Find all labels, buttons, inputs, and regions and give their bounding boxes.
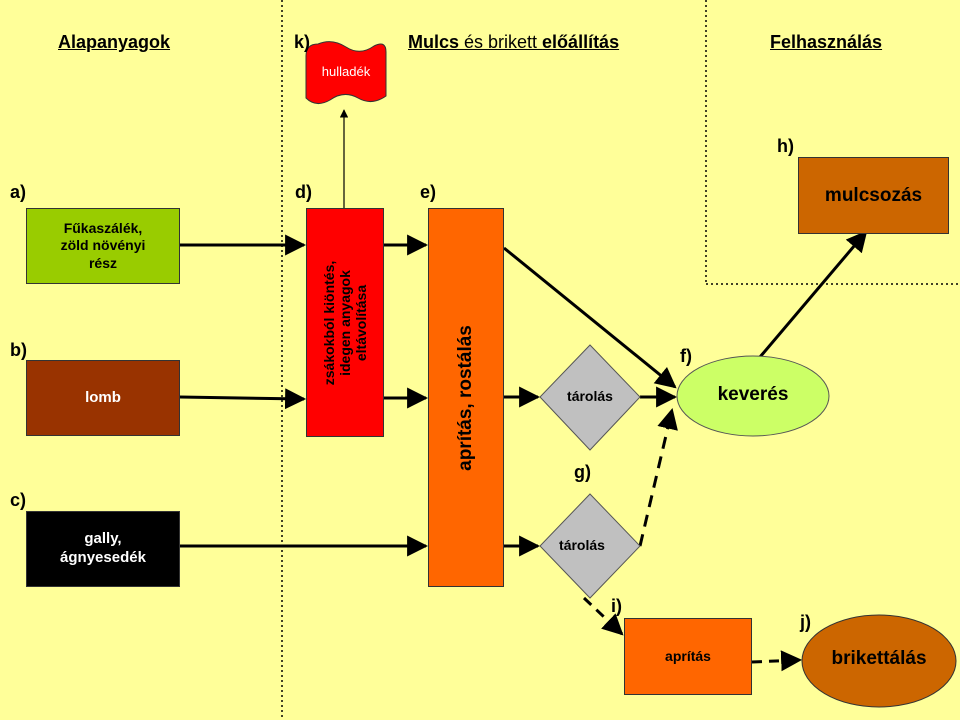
node-grass-clippings-text: Fűkaszálék, zöld növényi rész	[61, 220, 146, 273]
label-a: a)	[10, 182, 27, 202]
node-grass-line-1: Fűkaszálék,	[63, 219, 143, 236]
label-h: h)	[777, 136, 794, 156]
node-grass-line-2: zöld növényi	[60, 237, 146, 254]
mixing-ellipse	[676, 355, 830, 437]
header-production-part-1: Mulcs	[408, 32, 460, 52]
header-production-part-2: és brikett	[459, 32, 543, 52]
node-mixing-label: keverés	[717, 384, 789, 405]
label-f: f)	[680, 346, 692, 366]
arrow-mixing-to-mulching	[758, 230, 868, 358]
node-sorting-line-1: zsákokból kiöntés,	[320, 260, 337, 385]
arrow-storage-2-to-mixing	[638, 407, 678, 547]
node-grass-line-3: rész	[88, 254, 117, 271]
node-waste-label: hulladék	[321, 64, 371, 79]
arrow-storage-2-to-shredding	[582, 596, 624, 636]
node-mulching: mulcsozás	[798, 157, 949, 234]
node-leaves: lomb	[26, 360, 180, 436]
waste-document-shape	[305, 41, 387, 104]
storage-1-diamond	[539, 344, 641, 451]
header-usage: Felhasználás	[770, 32, 883, 52]
label-g: g)	[574, 462, 591, 482]
node-sorting: zsákokból kiöntés, idegen anyagok eltávo…	[306, 208, 384, 437]
node-sorting-text: zsákokból kiöntés, idegen anyagok eltávo…	[321, 260, 369, 384]
node-shredding: aprítás	[624, 618, 752, 695]
label-i: i)	[611, 596, 622, 616]
label-k: k)	[294, 32, 311, 52]
node-shredding-sieving-part-1: aprítás	[455, 408, 477, 471]
node-branches: gally, ágnyesedék	[26, 511, 180, 587]
node-shredding-sieving-text: aprítás, rostálás	[454, 325, 478, 471]
node-storage-2-label: tárolás	[559, 537, 605, 553]
arrow-shredding-to-briquetting	[751, 650, 803, 672]
node-branches-line-2: ágnyesedék	[60, 549, 146, 566]
storage-2-diamond	[539, 493, 641, 599]
label-j: j)	[800, 612, 811, 632]
node-sorting-line-2: idegen anyagok	[336, 269, 353, 376]
node-shredding-sieving-part-2: , rostálás	[455, 324, 477, 409]
node-branches-text: gally, ágnyesedék	[60, 530, 146, 568]
briquetting-ellipse	[801, 614, 957, 708]
node-branches-line-1: gally,	[84, 530, 122, 548]
arrow-shredding-to-mixing	[503, 246, 677, 389]
node-briquetting-label: brikettálás	[831, 648, 927, 669]
arrow-leaves-to-sorting	[179, 388, 307, 410]
header-production: Mulcs és brikett előállítás	[408, 32, 619, 53]
label-e: e)	[420, 182, 437, 202]
node-grass-clippings: Fűkaszálék, zöld növényi rész	[26, 208, 180, 284]
node-storage-1-label: tárolás	[567, 388, 613, 404]
node-sorting-line-3: eltávolítása	[353, 284, 370, 361]
label-b: b)	[10, 340, 27, 360]
node-shredding-sieving: aprítás, rostálás	[428, 208, 504, 587]
label-d: d)	[295, 182, 312, 202]
header-production-part-3: előállítás	[542, 32, 620, 52]
label-c: c)	[10, 490, 27, 510]
header-raw-materials: Alapanyagok	[58, 32, 171, 52]
